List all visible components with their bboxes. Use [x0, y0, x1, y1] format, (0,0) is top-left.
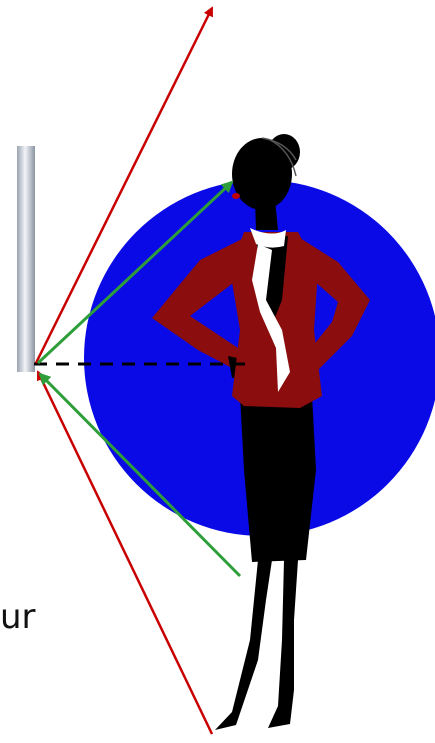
partial-text-label: ur [0, 600, 36, 634]
mirror [17, 146, 35, 372]
